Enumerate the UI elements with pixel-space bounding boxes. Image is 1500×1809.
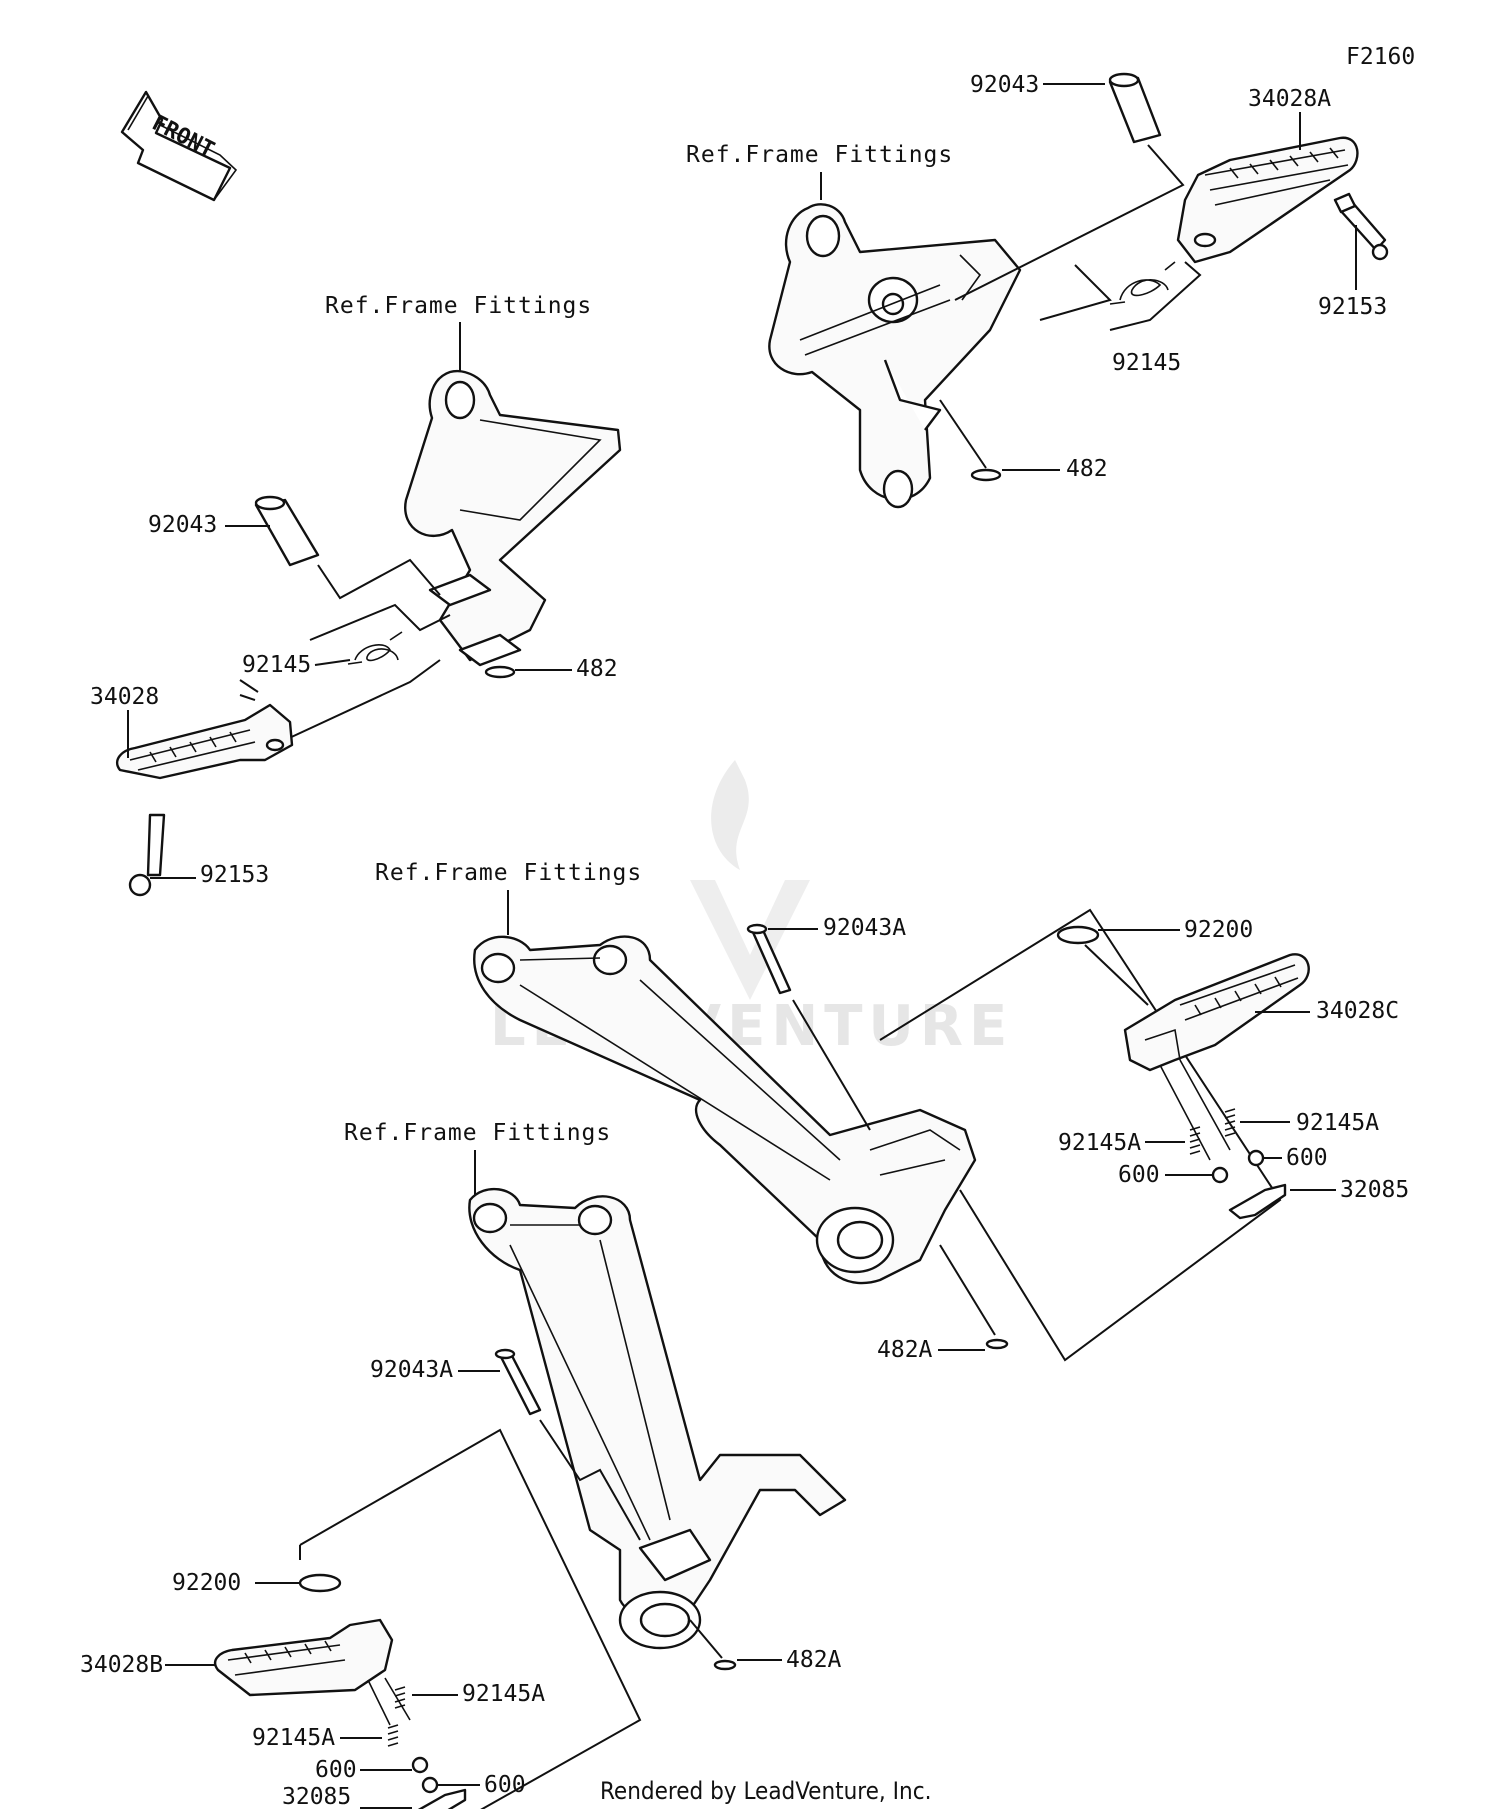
detent-32085-bottom-left <box>417 1788 467 1809</box>
circlip-482-top-left <box>484 665 516 679</box>
label-482-top-left: 482 <box>576 656 618 682</box>
spring-92145A-mid-right <box>1224 1108 1236 1137</box>
footrest-bracket-top-right <box>768 203 1022 509</box>
footpeg-34028B <box>213 1618 394 1697</box>
passenger-bracket-right <box>473 935 977 1285</box>
label-92043-top-left: 92043 <box>148 512 217 538</box>
ref-frame-fittings-top-right: Ref.Frame Fittings <box>686 142 953 168</box>
label-92043A-mid-right: 92043A <box>823 915 906 941</box>
label-600-bottom-left: 600 <box>315 1757 357 1783</box>
label-34028B: 34028B <box>80 1652 163 1678</box>
ball-600-mid-left <box>1211 1166 1229 1184</box>
washer-92200-bottom-left <box>298 1573 342 1593</box>
ball-600-mid-right <box>1247 1149 1265 1167</box>
label-482-top-right: 482 <box>1066 456 1108 482</box>
bolt-92153-top-left <box>128 813 166 897</box>
label-600-mid-left: 600 <box>1118 1162 1160 1188</box>
label-92153-top-right: 92153 <box>1318 294 1387 320</box>
passenger-bracket-left <box>468 1187 847 1650</box>
washer-92200-mid-right <box>1056 925 1100 945</box>
detent-32085-mid-right <box>1228 1183 1287 1220</box>
spring-92145-top-left <box>347 631 403 665</box>
label-482A-mid-right: 482A <box>877 1337 933 1363</box>
ref-frame-fittings-bottom-left: Ref.Frame Fittings <box>344 1120 611 1146</box>
label-92145A-mid-right: 92145A <box>1296 1110 1379 1136</box>
label-32085-bottom-left: 32085 <box>282 1784 351 1809</box>
label-92153-top-left: 92153 <box>200 862 269 888</box>
label-92145-top-right: 92145 <box>1112 350 1181 376</box>
label-92145A-bottom-left: 92145A <box>252 1725 335 1751</box>
spring-92145A-bottom-right <box>394 1686 406 1709</box>
label-600-bottom-right: 600 <box>484 1772 526 1798</box>
pin-92043-top-right <box>1108 72 1162 144</box>
label-482A-bottom-left: 482A <box>786 1647 842 1673</box>
assembly-top-left: Ref.Frame Fittings 92043 92145 482 <box>90 293 622 897</box>
pin-92043A-mid-right <box>746 923 792 995</box>
label-92200-bottom-left: 92200 <box>172 1570 241 1596</box>
ball-600-bottom-left <box>411 1756 429 1774</box>
assembly-mid-right: Ref.Frame Fittings 92043A 92200 <box>375 860 1409 1363</box>
footpeg-34028A <box>1176 136 1359 264</box>
bolt-92153-top-right <box>1333 192 1389 261</box>
front-arrow-icon: FRONT <box>120 90 238 202</box>
assembly-top-right: Ref.Frame Fittings 92043 34028A <box>686 72 1389 509</box>
spring-92145A-mid-left <box>1189 1126 1201 1155</box>
label-34028A: 34028A <box>1248 86 1331 112</box>
circlip-482A-mid-right <box>985 1338 1009 1350</box>
label-92043A-bottom-left: 92043A <box>370 1357 453 1383</box>
spring-92145-top-right <box>1109 261 1176 305</box>
label-92145A-mid-left: 92145A <box>1058 1130 1141 1156</box>
pin-92043A-bottom-left <box>494 1348 542 1416</box>
footer-credit: Rendered by LeadVenture, Inc. <box>600 1777 931 1805</box>
label-34028C: 34028C <box>1316 998 1399 1024</box>
label-34028: 34028 <box>90 684 159 710</box>
circlip-482-top-right <box>970 468 1002 482</box>
footpeg-34028C <box>1123 953 1310 1072</box>
pin-92043-top-left <box>254 495 320 567</box>
label-92200-mid-right: 92200 <box>1184 917 1253 943</box>
diagram-code: F2160 <box>1346 44 1415 70</box>
circlip-482A-bottom-left <box>713 1659 737 1671</box>
assembly-bottom-left: Ref.Frame Fittings 92043A 92200 <box>80 1120 847 1809</box>
spring-92145A-bottom-left <box>387 1724 399 1747</box>
label-32085-mid-right: 32085 <box>1340 1177 1409 1203</box>
ref-frame-fittings-mid-right: Ref.Frame Fittings <box>375 860 642 886</box>
label-92043: 92043 <box>970 72 1039 98</box>
label-600-mid-right: 600 <box>1286 1145 1328 1171</box>
footpeg-34028 <box>115 703 294 780</box>
label-92145-top-left: 92145 <box>242 652 311 678</box>
label-92145A-bottom-right: 92145A <box>462 1681 545 1707</box>
ball-600-bottom-right <box>421 1776 439 1794</box>
ref-frame-fittings-top-left: Ref.Frame Fittings <box>325 293 592 319</box>
footrest-bracket-top-left <box>404 369 622 667</box>
